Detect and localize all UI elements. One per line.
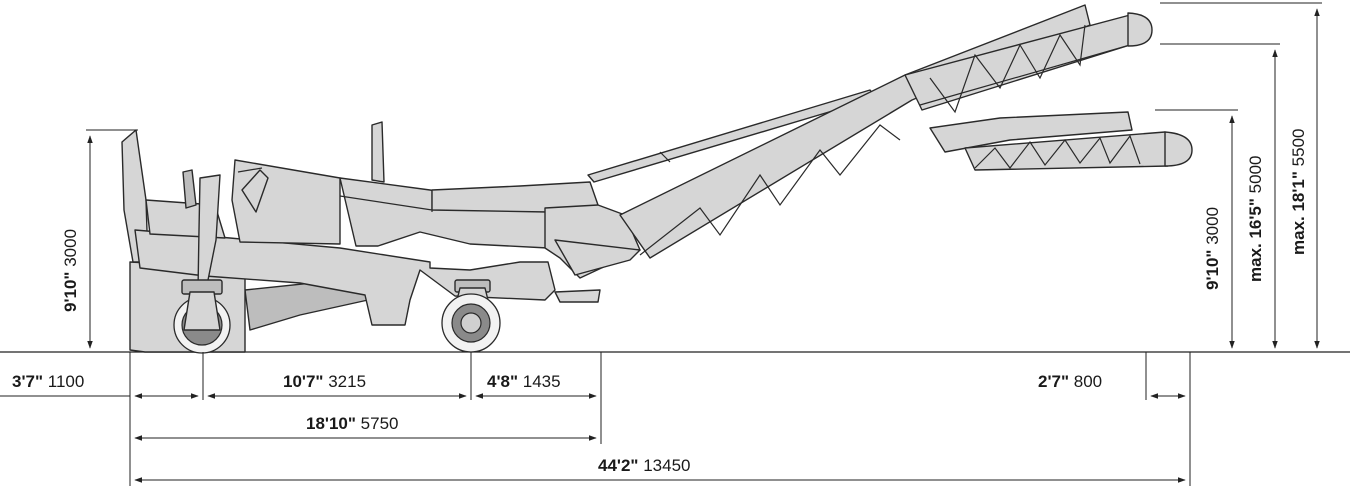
rear-wheel bbox=[441, 279, 501, 353]
conveyor-tip-offset-label: 2'7" 800 bbox=[1038, 372, 1103, 391]
front-overhang-label: 3'7" 1100 bbox=[12, 372, 85, 391]
total-length-label: 44'2" 13450 bbox=[598, 456, 691, 475]
front-wheel bbox=[173, 279, 231, 354]
discharge-height-max-label: max. 18'1" 5500 bbox=[1289, 128, 1308, 256]
conveyor-raised bbox=[619, 4, 1153, 259]
discharge-height-mid-label: max. 16'5" 5000 bbox=[1246, 155, 1265, 283]
conveyor-lowered bbox=[929, 111, 1193, 171]
dimension-lines bbox=[0, 2, 1322, 486]
rear-to-conveyor-label: 4'8" 1435 bbox=[487, 372, 561, 391]
milling-machine bbox=[121, 89, 877, 353]
wheelbase-label: 10'7" 3215 bbox=[283, 372, 367, 391]
discharge-height-min-label: 9'10" 3000 bbox=[1203, 206, 1222, 290]
machine-length-label: 18'10" 5750 bbox=[306, 414, 399, 433]
machine-height-label: 9'10" 3000 bbox=[61, 228, 80, 312]
